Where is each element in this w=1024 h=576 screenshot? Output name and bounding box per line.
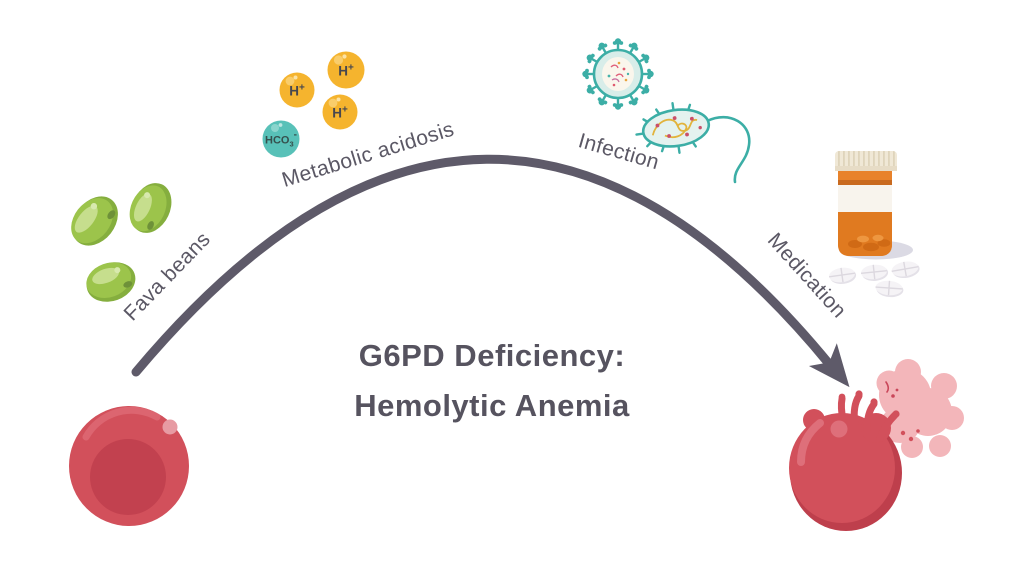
virus-icon [581, 37, 655, 111]
svg-text:H+: H+ [338, 63, 354, 79]
bicarbonate-molecule-icon: HCO3- [262, 120, 300, 158]
svg-text:H+: H+ [332, 105, 348, 121]
svg-text:HCO3-: HCO3- [265, 130, 297, 149]
diagram-title-line-1: G6PD Deficiency: [359, 338, 625, 373]
acid-molecules-icon: H+ H+ H+ HCO3- [262, 51, 365, 158]
fava-bean-icon [86, 262, 136, 302]
tablet-pill-icon [860, 264, 889, 281]
tablet-pill-icon [829, 267, 857, 284]
svg-text:H+: H+ [289, 83, 305, 99]
bottle-label [838, 185, 892, 212]
ruptured-red-blood-cell-icon [789, 359, 964, 531]
bacteria-icon [635, 102, 751, 184]
fava-bean-icon [71, 196, 118, 246]
tablet-pill-icon [875, 280, 904, 298]
fava-beans-icon [71, 183, 172, 302]
hemolysis-splash [876, 359, 964, 458]
diagram-title-line-2: Hemolytic Anemia [354, 388, 630, 423]
h-plus-molecule-icon: H+ [322, 94, 358, 130]
arrowhead-icon [808, 343, 850, 388]
progression-arc [131, 154, 835, 377]
fava-bean-icon [129, 183, 172, 233]
virus-and-bacteria-icon [581, 37, 751, 184]
h-plus-molecule-icon: H+ [279, 72, 315, 108]
healthy-red-blood-cell-icon [69, 406, 189, 526]
pill-bottle-icon [829, 151, 920, 298]
tablet-pill-icon [891, 261, 920, 279]
h-plus-molecule-icon: H+ [327, 51, 365, 89]
